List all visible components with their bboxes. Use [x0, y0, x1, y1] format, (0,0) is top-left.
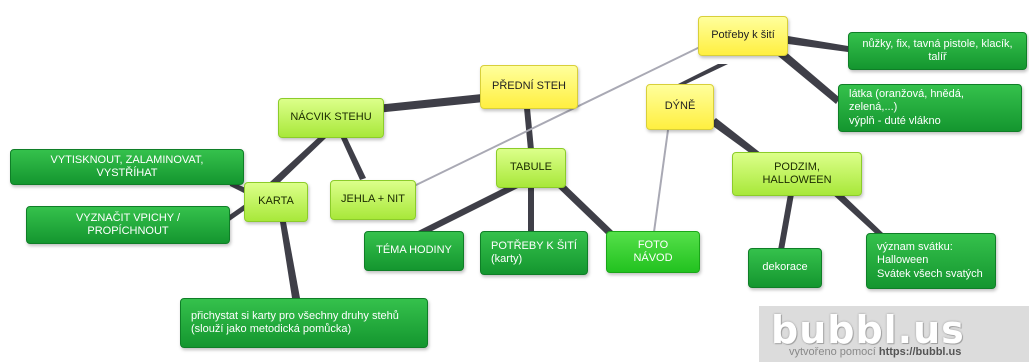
edge-potreby-dyne [678, 64, 728, 84]
edge-potreby-nuzky [788, 36, 848, 52]
node-jehla-nit[interactable]: JEHLA + NIT [330, 180, 416, 220]
edge-dyne-foto [653, 129, 669, 233]
node-nuzky-fix[interactable]: nůžky, fix, tavná pistole, klacík, talíř [848, 32, 1027, 70]
node-potreby-karty[interactable]: POTŘEBY K ŠITÍ (karty) [480, 231, 588, 275]
edge-vyznacit-karta [228, 202, 248, 222]
node-tema-hodiny[interactable]: TÉMA HODINY [364, 231, 464, 271]
tagline-text: vytvořeno pomocí [789, 346, 876, 358]
edge-tabule-foto [554, 180, 614, 234]
node-dekorace[interactable]: dekorace [748, 248, 822, 288]
node-tabule[interactable]: TABULE [496, 148, 566, 188]
edge-potreby-jehla [413, 45, 703, 187]
edge-potreby-latka [778, 52, 840, 104]
node-vyznacit[interactable]: VYZNAČIT VPICHY / PROPÍCHNOUT [26, 206, 230, 244]
node-vyznam-svatku[interactable]: význam svátku: Halloween Svátek všech sv… [866, 233, 996, 289]
node-prichystat[interactable]: přichystat si karty pro všechny druhy st… [180, 298, 428, 348]
edge-nacvik-karta [270, 136, 326, 186]
tagline-url[interactable]: https://bubbl.us [878, 346, 962, 358]
bubblus-watermark: bubbl.us vytvořeno pomocí https://bubbl.… [759, 306, 1029, 362]
node-nacvik-stehu[interactable]: NÁCVIK STEHU [278, 98, 384, 138]
node-podzim-halloween[interactable]: PODZIM, HALLOWEEN [732, 152, 862, 196]
node-predni-steh[interactable]: PŘEDNÍ STEH [480, 65, 578, 109]
edge-nacvik-jehla [340, 136, 366, 180]
edge-podzim-vyznam [830, 188, 884, 236]
bubblus-logo: bubbl.us [771, 308, 965, 352]
edge-tabule-tema [416, 184, 518, 236]
edge-dyne-podzim [710, 118, 762, 156]
node-karta[interactable]: KARTA [244, 182, 308, 222]
node-potreby-k-siti[interactable]: Potřeby k šití [698, 16, 788, 56]
node-foto-navod[interactable]: FOTO NÁVOD [606, 231, 700, 273]
edge-predni-nacvik [366, 94, 484, 114]
edge-karta-prichystat [280, 222, 300, 298]
edge-tabule-potreby [528, 188, 534, 232]
edge-podzim-dekorace [778, 194, 794, 250]
node-vytisknout[interactable]: VYTISKNOUT, ZALAMINOVAT, VYSTŘÍHAT [10, 149, 244, 185]
node-dyne[interactable]: DÝNĚ [646, 84, 714, 130]
node-latka[interactable]: látka (oranžová, hnědá, zelená,...) výpl… [838, 84, 1022, 132]
bubblus-tagline: vytvořeno pomocí https://bubbl.us [789, 346, 961, 358]
